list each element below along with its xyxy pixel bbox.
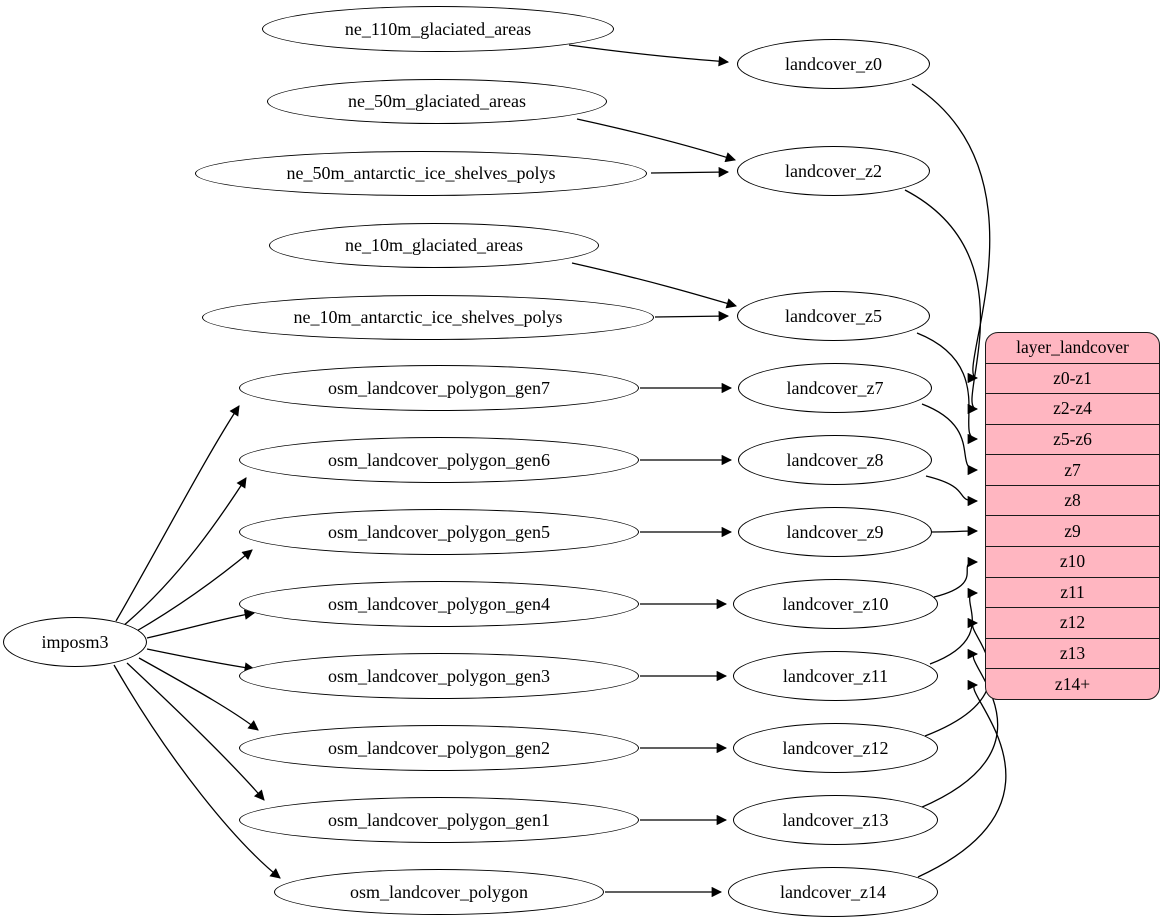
edge-z5-to-row-z5z6	[916, 332, 979, 445]
node-label: landcover_z0	[785, 53, 882, 74]
node-label: imposm3	[41, 631, 109, 652]
node-label: landcover_z9	[786, 521, 884, 542]
node-label: osm_landcover_polygon_gen5	[328, 521, 550, 542]
table-row-z8: z8	[986, 484, 1159, 516]
edge-imposm3-to-gen2	[138, 657, 259, 731]
node-osm-landcover-polygon: osm_landcover_polygon	[274, 869, 604, 915]
edge-z8-to-row-z8	[925, 475, 979, 507]
table-row-z10: z10	[986, 546, 1159, 577]
node-ne-10m-antarctic-ice-shelves-polys: ne_10m_antarctic_ice_shelves_polys	[202, 295, 654, 340]
table-row-z5-z6: z5-z6	[986, 423, 1159, 455]
node-landcover-z10: landcover_z10	[733, 579, 938, 629]
node-osm-landcover-polygon-gen2: osm_landcover_polygon_gen2	[239, 725, 639, 771]
node-ne-50m-antarctic-ice-shelves-polys: ne_50m_antarctic_ice_shelves_polys	[195, 151, 647, 196]
table-row-z11: z11	[986, 576, 1159, 608]
node-label: landcover_z8	[786, 449, 884, 470]
node-label: ne_50m_antarctic_ice_shelves_polys	[286, 163, 556, 183]
node-landcover-z9: landcover_z9	[738, 507, 932, 557]
node-landcover-z8: landcover_z8	[738, 435, 932, 485]
edge-ne50ma-to-z2	[650, 166, 730, 178]
node-landcover-z14: landcover_z14	[728, 867, 938, 917]
edge-z9-to-row-z9	[931, 525, 979, 537]
edge-z7-to-row-z7	[921, 403, 979, 476]
edge-imposm3-to-gen3	[146, 648, 256, 673]
edge-imposm3-to-poly	[113, 664, 281, 879]
table-row-z0-z1: z0-z1	[986, 362, 1159, 394]
edge-z14-to-row-z14	[917, 679, 1007, 878]
node-label: landcover_z5	[785, 305, 882, 326]
node-label: landcover_z12	[782, 737, 889, 758]
node-label: landcover_z7	[786, 377, 884, 398]
node-osm-landcover-polygon-gen5: osm_landcover_polygon_gen5	[239, 509, 639, 555]
node-label: osm_landcover_polygon_gen7	[328, 377, 550, 398]
node-label: osm_landcover_polygon_gen3	[328, 665, 550, 686]
edge-imposm3-to-gen1	[126, 662, 265, 801]
edge-imposm3-to-gen5	[134, 549, 253, 633]
node-landcover-z7: landcover_z7	[738, 363, 932, 413]
edge-ne50mg-to-z2	[576, 118, 736, 163]
table-row-z9: z9	[986, 515, 1159, 546]
node-landcover-z13: landcover_z13	[733, 795, 938, 845]
node-label: osm_landcover_polygon_gen1	[328, 809, 550, 830]
node-landcover-z5: landcover_z5	[737, 291, 930, 341]
edge-z2-to-row-z2z4	[904, 189, 982, 415]
node-ne-110m-glaciated-areas: ne_110m_glaciated_areas	[262, 6, 614, 52]
node-landcover-z0: landcover_z0	[737, 39, 930, 89]
node-landcover-z2: landcover_z2	[737, 146, 930, 196]
node-ne-50m-glaciated-areas: ne_50m_glaciated_areas	[267, 79, 607, 124]
node-label: osm_landcover_polygon_gen6	[328, 449, 550, 470]
edge-imposm3-to-gen7	[115, 405, 240, 622]
node-osm-landcover-polygon-gen3: osm_landcover_polygon_gen3	[239, 653, 639, 699]
table-row-z2-z4: z2-z4	[986, 393, 1159, 424]
node-label: landcover_z11	[782, 665, 889, 686]
edge-z0-to-row-z0z1	[911, 83, 991, 384]
node-label: ne_50m_glaciated_areas	[348, 91, 526, 111]
node-label: landcover_z13	[782, 809, 889, 830]
table-row-z12: z12	[986, 607, 1159, 638]
node-label: landcover_z2	[785, 160, 882, 181]
node-label: landcover_z10	[782, 593, 889, 614]
node-osm-landcover-polygon-gen6: osm_landcover_polygon_gen6	[239, 437, 639, 483]
node-osm-landcover-polygon-gen1: osm_landcover_polygon_gen1	[239, 797, 639, 843]
table-header: layer_landcover	[1016, 337, 1129, 358]
edge-ne10ma-to-z5	[654, 310, 730, 322]
node-label: ne_10m_glaciated_areas	[345, 235, 523, 255]
node-osm-landcover-polygon-gen4: osm_landcover_polygon_gen4	[239, 581, 639, 627]
node-label: osm_landcover_polygon_gen4	[328, 593, 550, 614]
node-label: osm_landcover_polygon	[350, 881, 528, 902]
node-label: ne_10m_antarctic_ice_shelves_polys	[293, 307, 563, 327]
node-label: landcover_z14	[780, 881, 886, 902]
edge-z13-to-row-z13	[919, 648, 999, 809]
edge-imposm3-to-gen6	[122, 477, 247, 627]
node-label: ne_110m_glaciated_areas	[344, 18, 532, 39]
node-landcover-z11: landcover_z11	[733, 651, 938, 701]
node-imposm3: imposm3	[3, 617, 147, 667]
table-row-z13: z13	[986, 637, 1159, 669]
node-landcover-z12: landcover_z12	[733, 723, 938, 773]
edge-ne10mg-to-z5	[571, 262, 737, 309]
table-row-z7: z7	[986, 454, 1159, 485]
table-layer-landcover: layer_landcover z0-z1 z2-z4 z5-z6 z7 z8 …	[985, 332, 1160, 700]
edge-z10-to-row-z10	[933, 556, 979, 598]
node-osm-landcover-polygon-gen7: osm_landcover_polygon_gen7	[239, 365, 639, 411]
node-label: osm_landcover_polygon_gen2	[328, 737, 550, 758]
table-row-z14: z14+	[986, 668, 1159, 699]
node-ne-10m-glaciated-areas: ne_10m_glaciated_areas	[269, 223, 599, 268]
edge-imposm3-to-gen4	[146, 609, 256, 639]
edge-ne110m-to-z0	[568, 44, 730, 67]
